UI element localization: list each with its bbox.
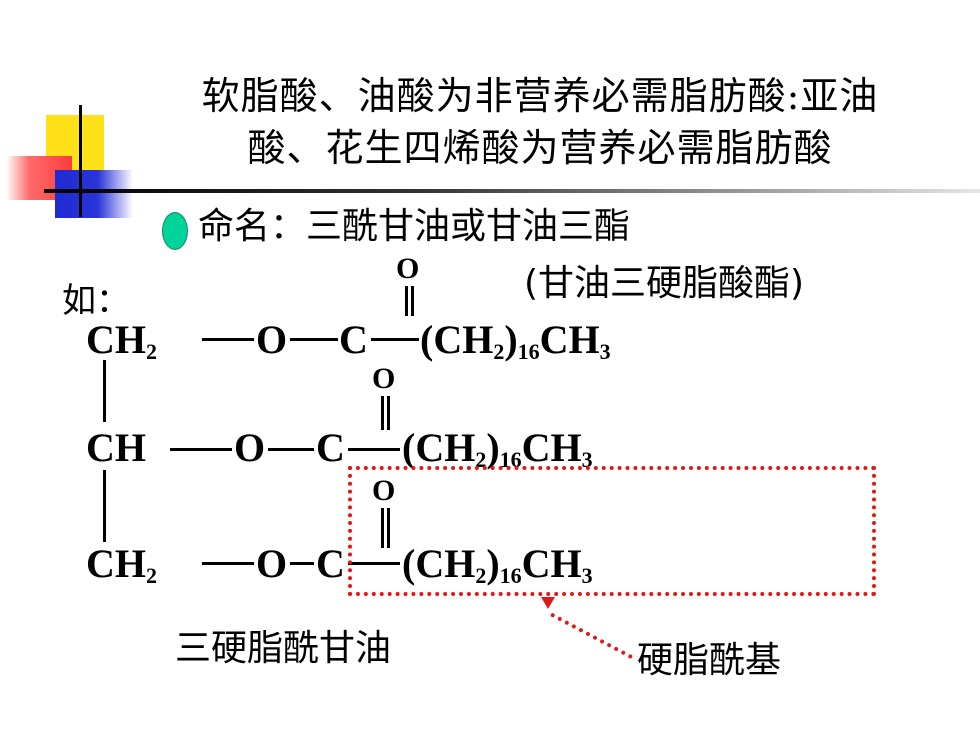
carbonyl-oxygen-3: O	[372, 474, 396, 507]
row2-bond-a	[170, 448, 232, 451]
row3-ester-oxygen: O	[256, 541, 288, 586]
row1-bond-b	[290, 338, 338, 341]
carbonyl-oxygen-1: O	[396, 252, 420, 285]
row1-ester-oxygen: O	[256, 317, 288, 362]
stearoyl-highlight-box	[348, 466, 876, 596]
row1-ch2: CH2	[86, 317, 157, 364]
double-bond-1b	[411, 286, 414, 316]
row1-carbon: C	[339, 317, 368, 362]
naming-bullet-text: 命名：三酰甘油或甘油三酯	[198, 206, 631, 247]
row3-carbon: C	[316, 541, 345, 586]
carbonyl-oxygen-2: O	[372, 362, 396, 395]
title-line-2: 酸、花生四烯酸为营养必需脂肪酸	[247, 126, 833, 170]
row2-carbon: C	[316, 425, 345, 470]
title-divider	[44, 189, 980, 193]
arrow-head-icon	[541, 597, 555, 609]
compound-name: (甘油三硬脂酸酯)	[524, 263, 805, 304]
row2-ch: CH	[86, 425, 146, 470]
row2-bond-c	[348, 448, 400, 451]
double-bond-3b	[387, 508, 390, 548]
backbone-bond-1	[103, 360, 106, 422]
row3-chain: (CH2)16CH3	[402, 541, 593, 588]
row1-chain: (CH2)16CH3	[420, 317, 611, 364]
row3-bond-a	[202, 562, 254, 565]
slide-title: 软脂酸、油酸为非营养必需脂肪酸:亚油 酸、花生四烯酸为营养必需脂肪酸	[120, 70, 960, 174]
double-bond-1a	[405, 286, 408, 316]
row1-bond-a	[202, 338, 254, 341]
caption-tristearin: 三硬脂酰甘油	[175, 628, 392, 669]
title-line-1: 软脂酸、油酸为非营养必需脂肪酸:亚油	[201, 74, 879, 118]
double-bond-3a	[381, 508, 384, 548]
double-bond-2b	[387, 396, 390, 430]
row2-bond-b	[268, 448, 314, 451]
row1-bond-c	[371, 338, 419, 341]
row3-bond-c	[348, 562, 400, 565]
row3-ch2: CH2	[86, 541, 157, 588]
green-oval-bullet-icon	[162, 212, 188, 250]
row2-ester-oxygen: O	[234, 425, 266, 470]
example-label: 如：	[62, 281, 130, 321]
caption-stearoyl-group: 硬脂酰基	[637, 640, 782, 681]
row2-chain: (CH2)16CH3	[402, 425, 593, 472]
decor-blue-square	[55, 170, 133, 218]
decor-vertical-line	[79, 105, 82, 217]
double-bond-2a	[381, 396, 384, 430]
backbone-bond-2	[103, 470, 106, 542]
row3-bond-b	[290, 562, 314, 565]
dotted-arrow-line	[548, 612, 634, 663]
